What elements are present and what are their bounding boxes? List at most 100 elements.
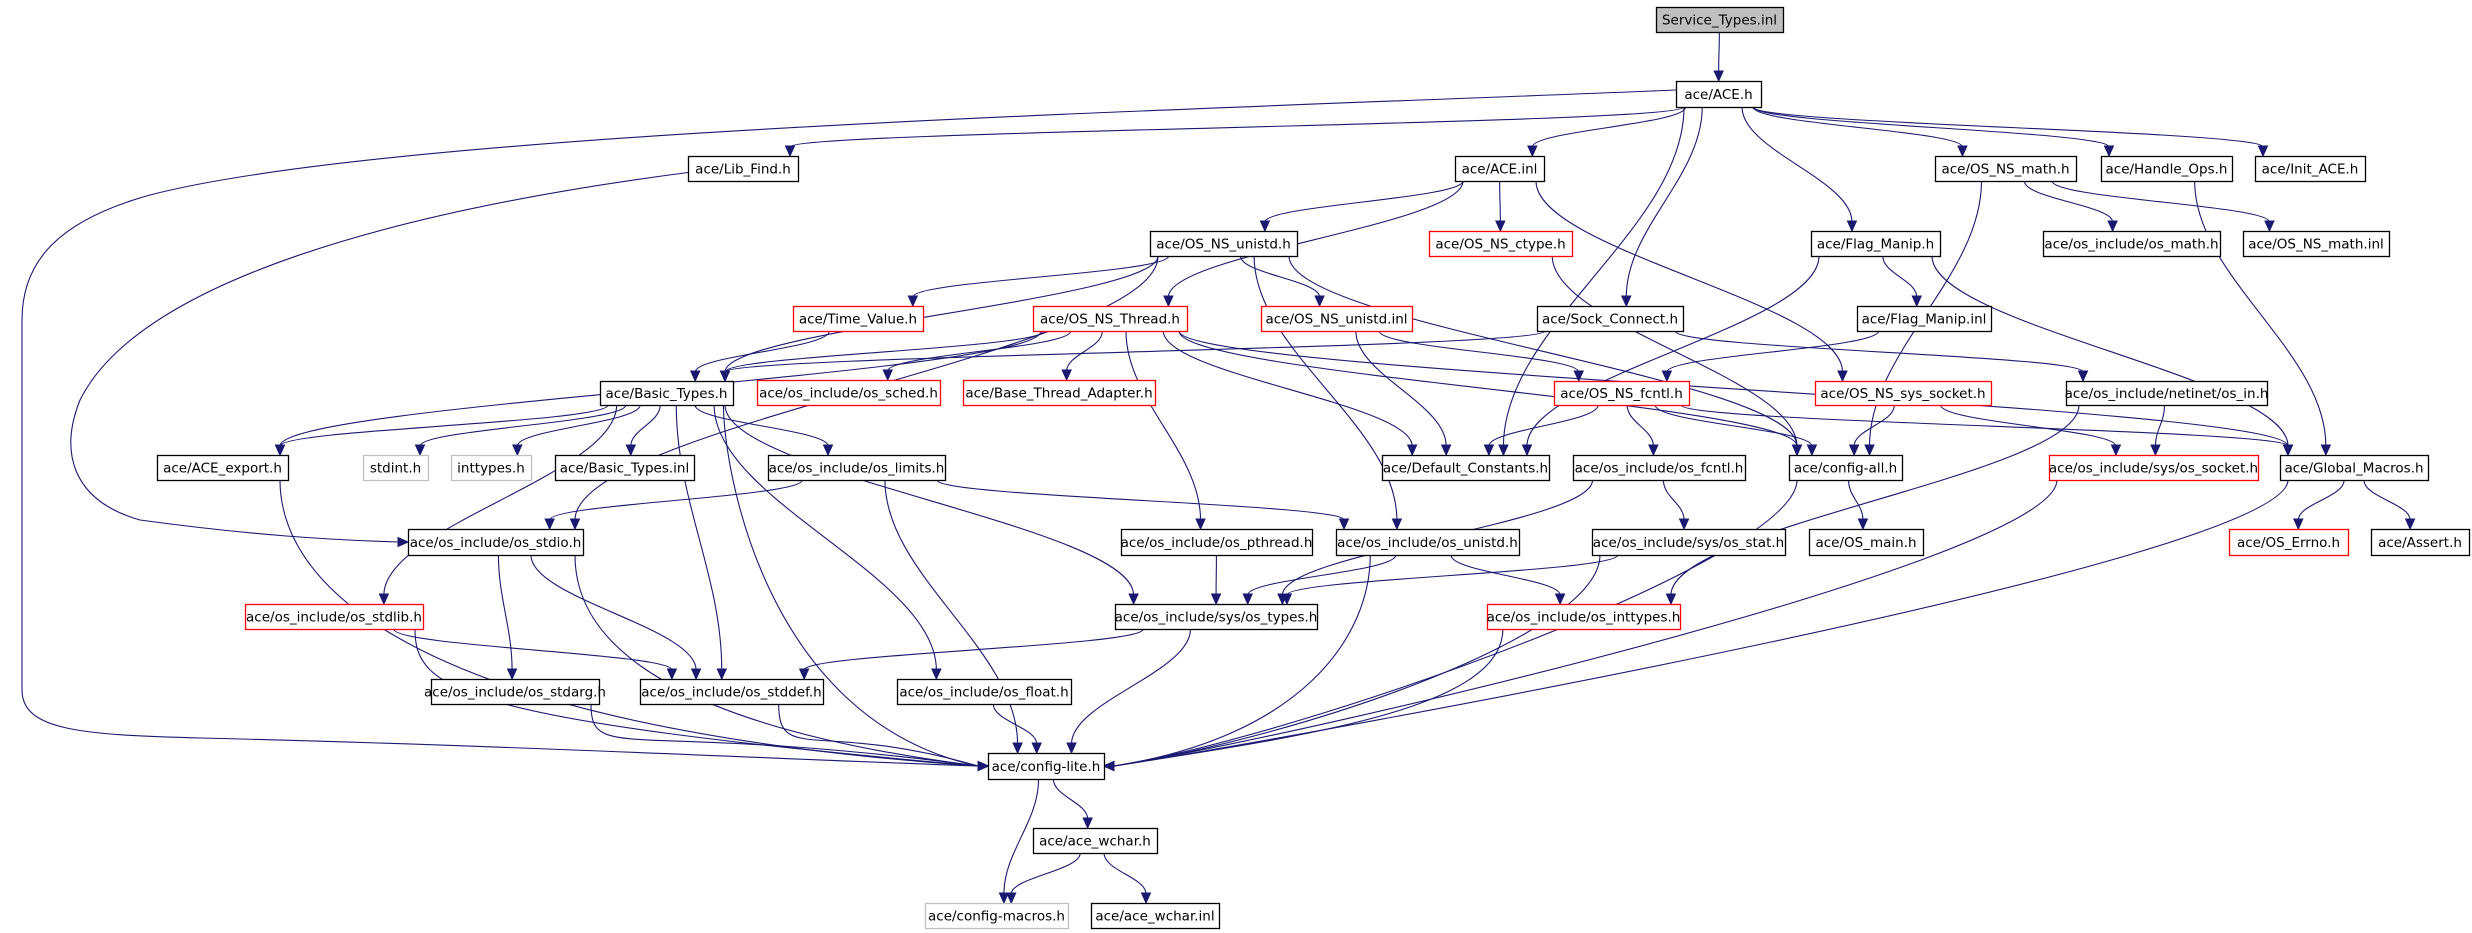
node-label[interactable]: ace/Flag_Manip.h [1817,237,1934,253]
graph-node-os-main-h[interactable]: ace/OS_main.h [1808,528,1925,557]
node-label[interactable]: ace/OS_NS_math.inl [2248,237,2384,253]
node-label[interactable]: ace/os_include/sys/os_stat.h [1593,535,1784,551]
node-label[interactable]: ace/config-lite.h [992,759,1101,775]
node-box[interactable] [2048,454,2260,482]
node-box[interactable] [554,454,696,482]
graph-node-os-math-h[interactable]: ace/os_include/os_math.h [2042,230,2222,258]
graph-node-global-macros-h[interactable]: ace/Global_Macros.h [2279,454,2430,482]
graph-node-flag-manip-h[interactable]: ace/Flag_Manip.h [1810,230,1942,258]
node-box[interactable] [2242,230,2391,258]
node-label[interactable]: ace/os_include/os_sched.h [759,386,938,402]
node-label[interactable]: ace/os_include/os_limits.h [769,461,945,477]
node-box[interactable] [962,379,1157,407]
node-label[interactable]: ace/OS_NS_math.h [1941,162,2069,178]
graph-node-lib-find-h[interactable]: ace/Lib_Find.h [687,155,800,183]
node-box[interactable] [2100,155,2234,183]
node-label[interactable]: ace/ACE.h [1684,87,1752,103]
node-label[interactable]: ace/os_include/os_stdio.h [410,535,582,551]
node-box[interactable] [450,454,533,482]
node-label[interactable]: ace/Base_Thread_Adapter.h [965,386,1152,402]
node-box[interactable] [1260,305,1414,333]
node-box[interactable] [1788,454,1904,482]
node-box[interactable] [1149,230,1299,258]
node-label[interactable]: ace/ACE_export.h [163,461,282,477]
node-label[interactable]: ace/OS_NS_fcntl.h [1560,386,1683,402]
node-box[interactable] [2279,454,2430,482]
graph-node-os-stddef-h[interactable]: ace/os_include/os_stddef.h [639,678,825,706]
node-box[interactable] [1032,827,1159,855]
node-label[interactable]: ace/Global_Macros.h [2284,461,2423,477]
graph-node-os-limits-h[interactable]: ace/os_include/os_limits.h [767,454,947,482]
graph-node-os-unistd-h[interactable]: ace/os_include/os_unistd.h [1335,528,1521,557]
graph-node-config-lite-h[interactable]: ace/config-lite.h [987,752,1106,781]
node-box[interactable] [2228,528,2350,557]
node-box[interactable] [599,380,735,407]
graph-node-os-sched-h[interactable]: ace/os_include/os_sched.h [756,379,942,407]
node-label[interactable]: ace/ace_wchar.inl [1095,909,1214,925]
node-label[interactable]: ace/ACE.inl [1462,162,1538,178]
node-box[interactable] [1032,305,1189,333]
node-box[interactable] [1335,528,1521,557]
graph-node-os-ns-unistd-inl[interactable]: ace/OS_NS_unistd.inl [1260,305,1414,333]
graph-node-inttypes-h[interactable]: inttypes.h [450,454,533,482]
node-label[interactable]: ace/os_include/os_stdlib.h [246,610,422,626]
graph-node-os-ns-thread-h[interactable]: ace/OS_NS_Thread.h [1032,305,1189,333]
node-box[interactable] [156,454,290,482]
graph-node-service-types-inl[interactable]: Service_Types.inl [1655,6,1785,34]
node-box[interactable] [1486,603,1682,631]
node-label[interactable]: ace/Time_Value.h [799,312,917,328]
node-box[interactable] [244,603,425,631]
graph-node-ace-wchar-inl[interactable]: ace/ace_wchar.inl [1090,902,1221,930]
graph-node-os-ns-ctype-h[interactable]: ace/OS_NS_ctype.h [1428,230,1574,258]
node-label[interactable]: ace/OS_NS_sys_socket.h [1820,386,1985,402]
node-box[interactable] [792,305,925,333]
node-label[interactable]: ace/os_include/netinet/os_in.h [2065,386,2269,402]
node-label[interactable]: Service_Types.inl [1662,13,1777,29]
graph-node-base-thread-adapter-h[interactable]: ace/Base_Thread_Adapter.h [962,379,1157,407]
node-box[interactable] [2042,230,2222,258]
node-box[interactable] [639,678,825,706]
node-box[interactable] [1536,305,1685,333]
node-box[interactable] [1114,603,1319,631]
graph-node-init-ace-h[interactable]: ace/Init_ACE.h [2254,155,2367,183]
node-box[interactable] [2065,380,2269,407]
node-box[interactable] [1808,528,1925,557]
node-label[interactable]: ace/ace_wchar.h [1039,834,1151,850]
node-box[interactable] [1810,230,1942,258]
node-label[interactable]: ace/Basic_Types.inl [560,461,689,477]
graph-node-config-all-h[interactable]: ace/config-all.h [1788,454,1904,482]
graph-node-assert-h[interactable]: ace/Assert.h [2370,528,2471,557]
node-box[interactable] [1675,80,1763,109]
node-box[interactable] [362,454,430,482]
node-label[interactable]: ace/Basic_Types.h [606,386,728,402]
node-label[interactable]: ace/OS_NS_unistd.inl [1265,312,1407,328]
graph-node-ace-inl[interactable]: ace/ACE.inl [1454,155,1546,183]
node-label[interactable]: ace/Default_Constants.h [1383,461,1548,477]
graph-node-os-socket-h[interactable]: ace/os_include/sys/os_socket.h [2048,454,2260,482]
graph-node-os-inttypes-h[interactable]: ace/os_include/os_inttypes.h [1486,603,1682,631]
graph-node-os-ns-fcntl-h[interactable]: ace/OS_NS_fcntl.h [1553,380,1691,407]
node-box[interactable] [1428,230,1574,258]
node-label[interactable]: ace/os_include/os_stdarg.h [424,685,606,701]
node-box[interactable] [1120,528,1314,557]
node-label[interactable]: ace/OS_main.h [1815,535,1916,551]
graph-node-basic-types-h[interactable]: ace/Basic_Types.h [599,380,735,407]
graph-node-time-value-h[interactable]: ace/Time_Value.h [792,305,925,333]
node-label[interactable]: ace/os_include/os_unistd.h [1337,535,1518,551]
node-box[interactable] [1572,454,1747,482]
node-box[interactable] [896,678,1073,706]
node-box[interactable] [2254,155,2367,183]
graph-node-os-ns-math-h[interactable]: ace/OS_NS_math.h [1934,155,2078,183]
graph-node-config-macros-h[interactable]: ace/config-macros.h [924,902,1070,930]
graph-node-handle-ops-h[interactable]: ace/Handle_Ops.h [2100,155,2234,183]
node-label[interactable]: stdint.h [370,461,421,477]
graph-node-basic-types-inl[interactable]: ace/Basic_Types.inl [554,454,696,482]
node-label[interactable]: ace/OS_NS_ctype.h [1435,237,1565,253]
graph-node-stdint-h[interactable]: stdint.h [362,454,430,482]
graph-node-sock-connect-h[interactable]: ace/Sock_Connect.h [1536,305,1685,333]
node-box[interactable] [1454,155,1546,183]
node-label[interactable]: ace/Handle_Ops.h [2106,162,2228,178]
node-label[interactable]: ace/os_include/os_inttypes.h [1487,610,1681,626]
graph-node-os-float-h[interactable]: ace/os_include/os_float.h [896,678,1073,706]
node-box[interactable] [1090,902,1221,930]
